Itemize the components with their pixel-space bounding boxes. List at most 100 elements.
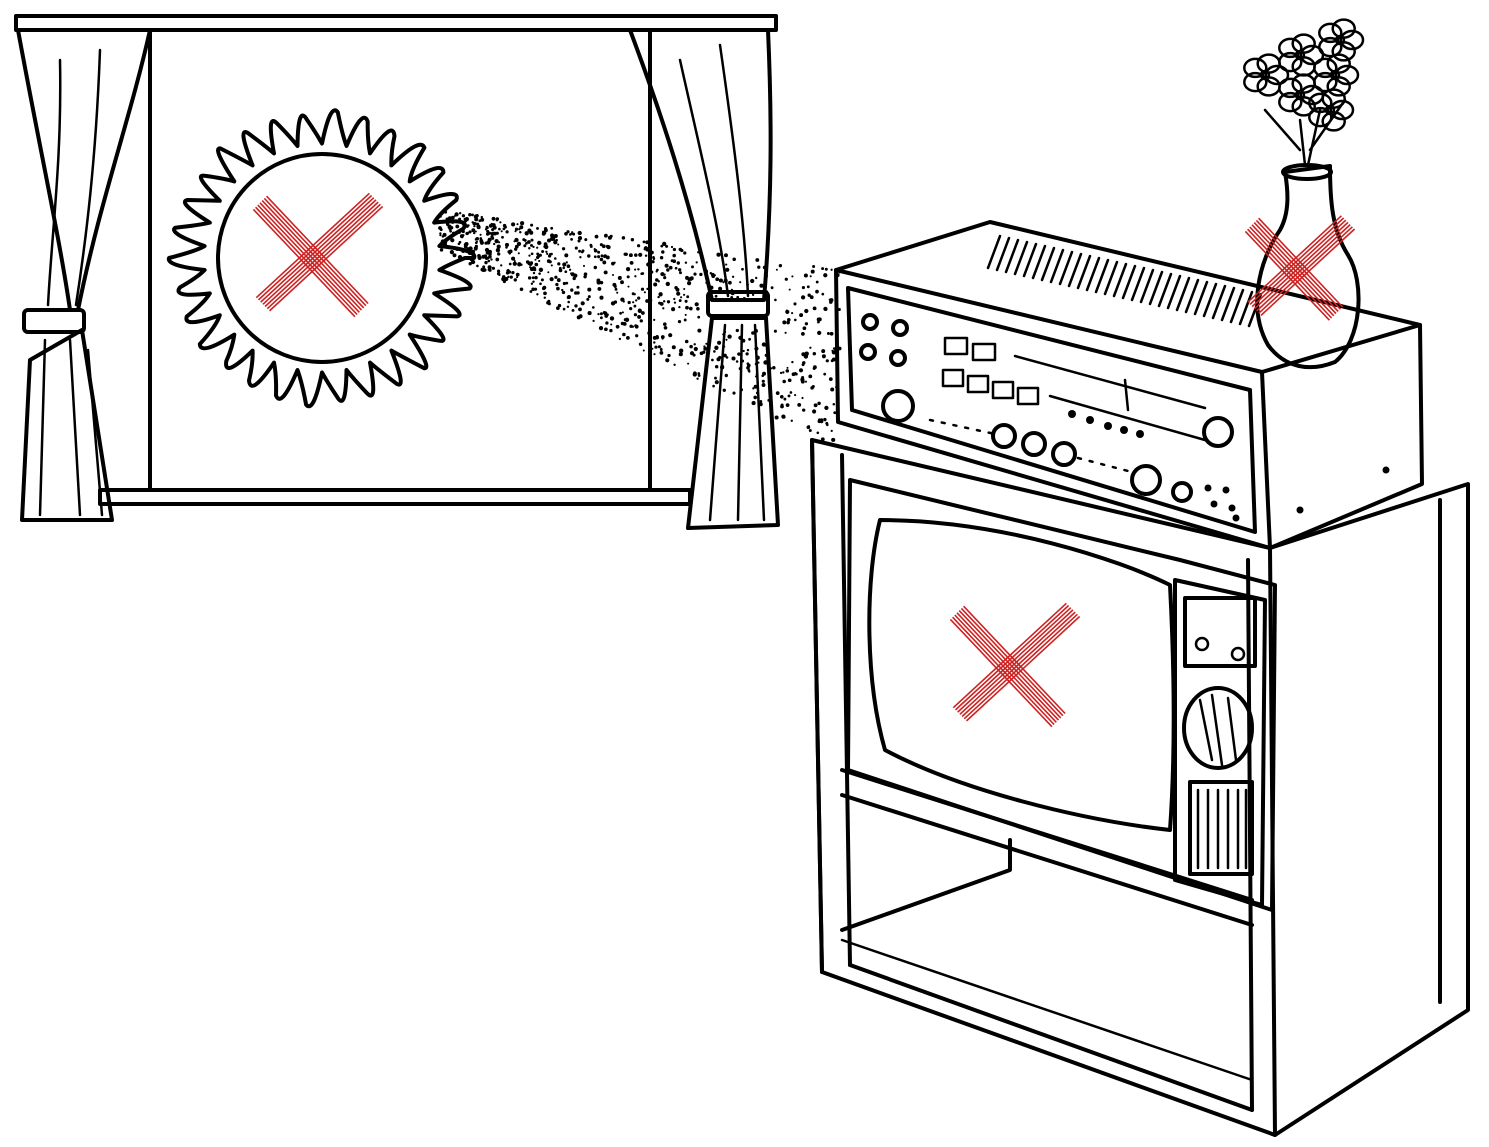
light-dot <box>638 342 643 347</box>
light-dot <box>672 247 677 252</box>
light-dot <box>659 351 664 355</box>
light-dot <box>800 379 805 384</box>
light-dot <box>597 286 602 291</box>
light-dot <box>523 244 527 248</box>
light-dot <box>619 311 623 315</box>
light-dot <box>807 293 811 297</box>
light-dot <box>484 228 488 231</box>
light-dot <box>775 391 780 395</box>
light-dot <box>627 300 631 305</box>
light-dot <box>580 301 585 306</box>
light-dot <box>676 291 681 296</box>
television-screen <box>867 518 1176 832</box>
light-dot <box>626 336 630 340</box>
light-dot <box>748 337 752 341</box>
light-dot <box>753 395 757 400</box>
light-dot <box>647 331 652 336</box>
light-dot <box>791 275 794 278</box>
light-dot <box>460 236 464 239</box>
light-dot <box>492 231 496 236</box>
light-dot <box>450 219 455 224</box>
light-dot <box>801 396 804 400</box>
light-dot <box>550 226 554 230</box>
light-dot <box>714 380 719 385</box>
light-dot <box>554 257 557 260</box>
light-dot <box>634 268 637 271</box>
light-dot <box>717 340 722 345</box>
light-dot <box>579 256 582 259</box>
light-dot <box>557 262 561 266</box>
flower-petal <box>1313 57 1338 79</box>
light-dot <box>713 350 716 353</box>
light-dot <box>578 249 582 253</box>
light-dot <box>625 266 631 272</box>
light-dot <box>517 252 520 255</box>
light-dot <box>562 262 567 267</box>
light-dot <box>683 293 686 296</box>
light-dot <box>723 278 728 283</box>
light-dot <box>794 318 797 322</box>
light-dot <box>534 262 539 267</box>
light-dot <box>495 248 501 253</box>
light-dot <box>609 234 613 238</box>
flowers <box>1243 18 1365 132</box>
light-dot <box>631 325 635 328</box>
light-dot <box>823 372 827 376</box>
light-dot <box>713 297 717 302</box>
light-dot <box>497 272 501 276</box>
light-dot <box>532 245 535 249</box>
light-dot <box>820 437 825 442</box>
light-dot <box>683 318 687 322</box>
light-dot <box>492 225 497 230</box>
light-dot <box>645 299 650 303</box>
light-dot <box>576 285 580 289</box>
tv-cabinet <box>810 438 1470 1137</box>
light-dot <box>685 305 689 310</box>
light-dot <box>582 264 586 267</box>
light-dot <box>806 285 810 289</box>
flower-petal <box>1278 51 1303 73</box>
light-dot <box>448 216 452 220</box>
light-dot <box>514 227 519 231</box>
light-dot <box>555 282 559 287</box>
light-dot <box>672 253 676 258</box>
light-dot <box>609 316 615 321</box>
light-dot <box>802 361 806 365</box>
light-dot <box>578 314 583 319</box>
light-dot <box>543 296 546 299</box>
light-dot <box>547 271 550 274</box>
flower-center <box>1324 104 1336 116</box>
light-dot <box>657 295 660 299</box>
light-dot <box>642 349 645 352</box>
light-dot <box>812 306 817 311</box>
light-dot <box>572 232 576 236</box>
light-dot <box>498 241 501 244</box>
light-dot <box>564 253 569 258</box>
light-dot <box>779 394 784 399</box>
light-dot <box>746 348 750 352</box>
light-dot <box>439 228 443 232</box>
red-x-icon <box>949 602 1081 728</box>
light-dot <box>674 266 678 270</box>
light-dot <box>755 330 758 333</box>
light-dot <box>684 299 688 303</box>
light-dot <box>508 262 512 266</box>
light-dot <box>612 282 617 287</box>
light-dot <box>680 248 684 253</box>
light-dot <box>461 214 466 218</box>
light-dot <box>751 331 755 335</box>
light-dot <box>487 237 492 242</box>
light-dot <box>655 335 660 340</box>
light-dot <box>461 248 466 253</box>
light-dot <box>511 222 516 227</box>
red-x-icon <box>252 192 384 318</box>
light-dot <box>724 253 728 258</box>
light-dot <box>561 288 564 292</box>
light-dot <box>778 264 781 267</box>
light-dot <box>821 349 826 354</box>
light-dot <box>711 358 714 362</box>
light-dot <box>532 280 535 283</box>
light-dot <box>440 243 446 248</box>
light-dot <box>774 298 777 302</box>
light-dot <box>479 240 484 245</box>
